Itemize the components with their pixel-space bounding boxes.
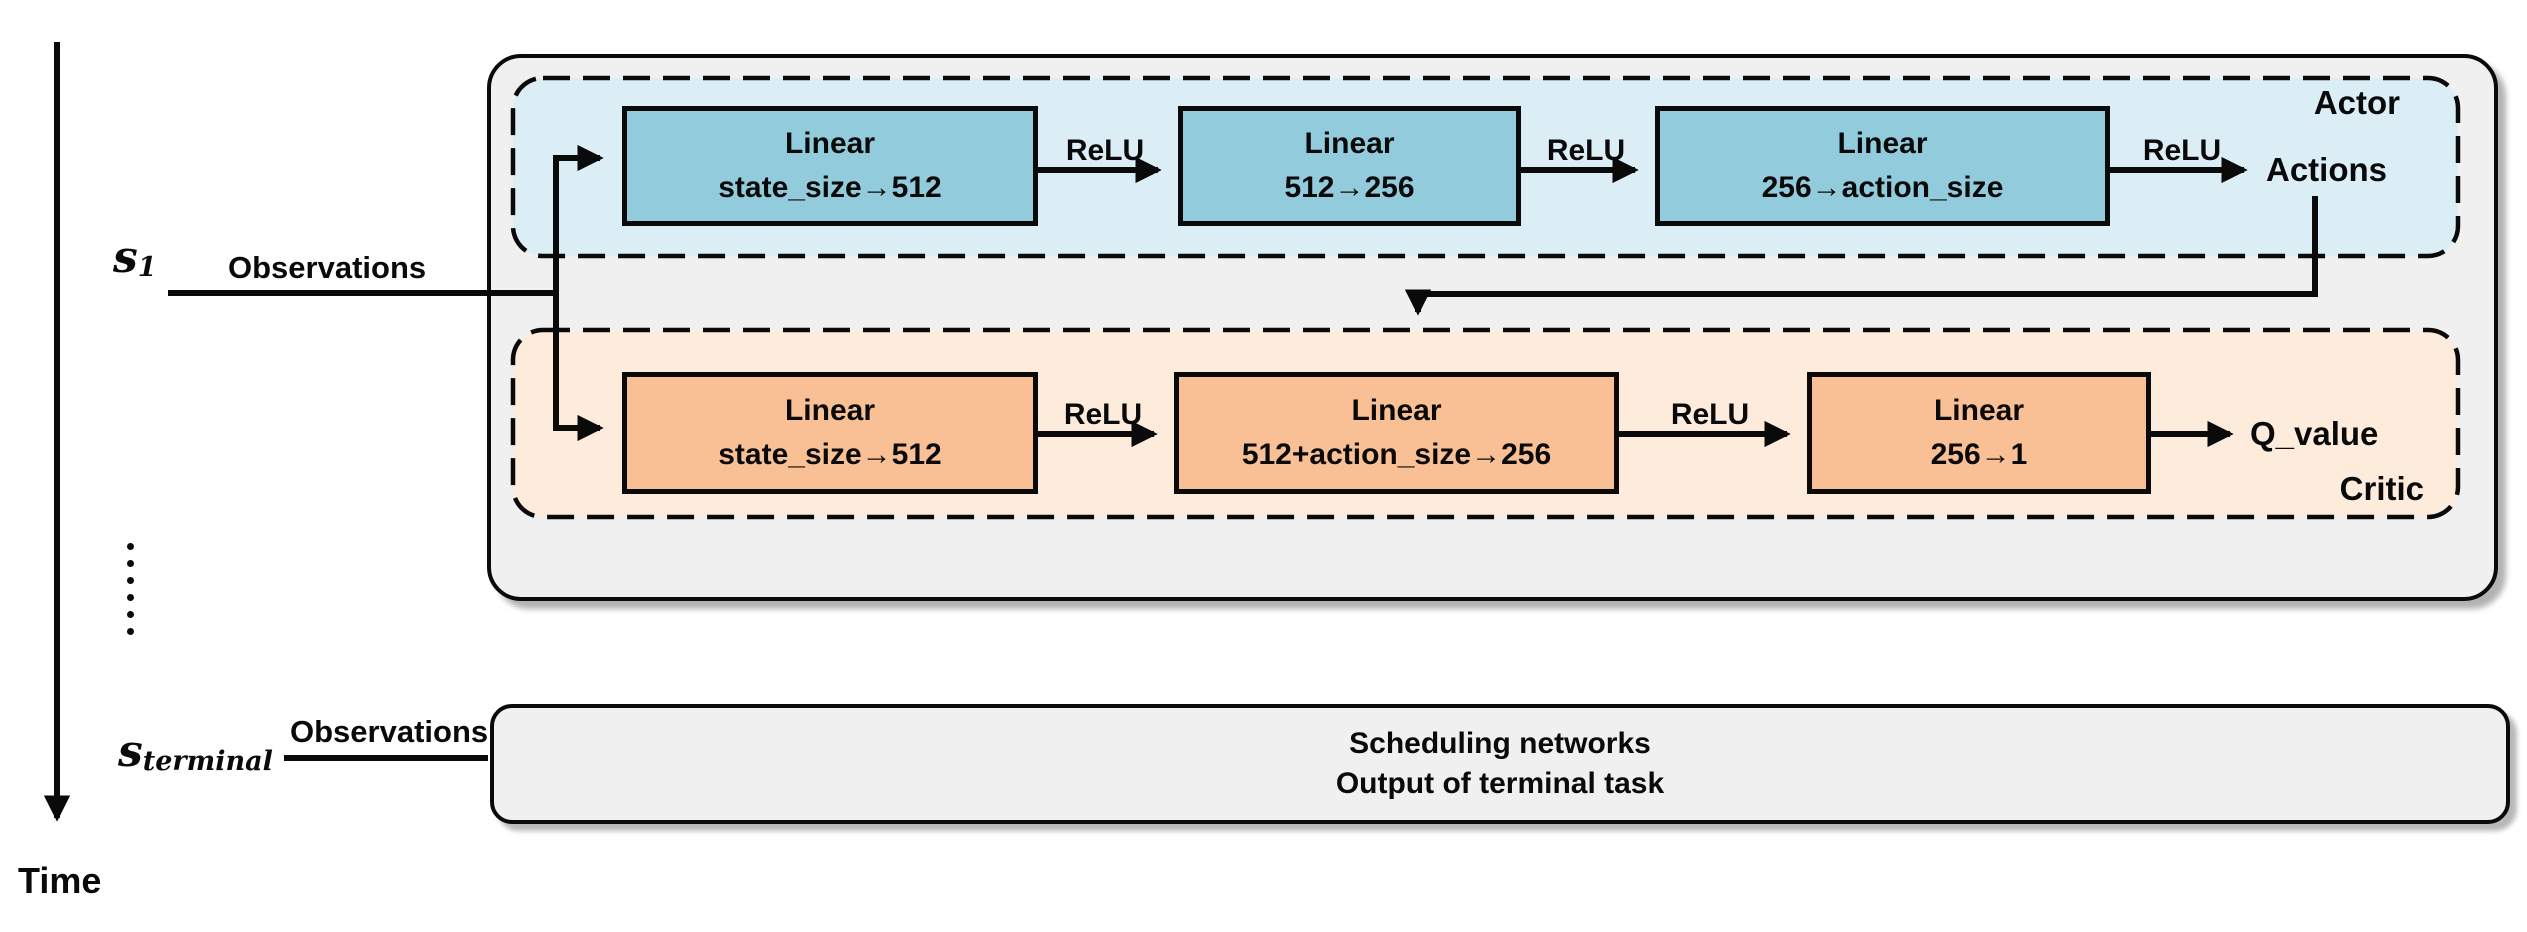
- state-terminal-subscript: terminal: [142, 746, 273, 778]
- actor-layer3-box: Linear 256→action_size: [1655, 106, 2110, 226]
- state-terminal-symbol: sterminal: [118, 726, 273, 777]
- layer-name: Linear: [784, 127, 876, 160]
- observations-top-label: Observations: [228, 250, 427, 285]
- state-terminal-base: s: [118, 726, 143, 777]
- state-s1-symbol: s1: [113, 232, 157, 283]
- critic-region-label: Critic: [2339, 470, 2424, 507]
- state-s1-subscript: 1: [137, 252, 157, 284]
- scheduling-networks-box: Scheduling networks Output of terminal t…: [490, 704, 2510, 824]
- actions-output-label: Actions: [2266, 151, 2388, 188]
- actor-input-arrow: [553, 144, 604, 293]
- layer-dims: 256→1: [1930, 438, 2028, 471]
- layer-dims: 512+action_size→256: [1241, 438, 1552, 471]
- critic-layer2-box: Linear 512+action_size→256: [1174, 372, 1619, 494]
- vertical-ellipsis-icon: [127, 543, 134, 635]
- layer-name: Linear: [1837, 127, 1928, 160]
- layer-dims: 512→256: [1284, 171, 1415, 204]
- actor-region-label: Actor: [2313, 84, 2400, 121]
- scheduling-line1: Scheduling networks: [1349, 727, 1651, 760]
- actor-layer2-box: Linear 512→256: [1178, 106, 1521, 226]
- layer-name: Linear: [1304, 127, 1395, 160]
- scheduling-line2: Output of terminal task: [1335, 767, 1665, 800]
- layer-dims: state_size→512: [718, 171, 942, 204]
- critic-input-arrow: [553, 293, 604, 442]
- critic-relu1-label: ReLU: [1063, 398, 1143, 431]
- actor-relu1-label: ReLU: [1065, 134, 1145, 167]
- critic-layer1-box: Linear state_size→512: [622, 372, 1038, 494]
- critic-relu2-label: ReLU: [1670, 398, 1750, 431]
- layer-name: Linear: [784, 394, 876, 427]
- qvalue-output-label: Q_value: [2250, 415, 2379, 452]
- layer-name: Linear: [1351, 394, 1442, 427]
- time-axis-label: Time: [18, 860, 102, 901]
- layer-dims: state_size→512: [718, 438, 942, 471]
- actor-relu3-label: ReLU: [2142, 134, 2222, 167]
- actions-to-critic-arrow: [1404, 196, 2318, 316]
- actor-layer1-box: Linear state_size→512: [622, 106, 1038, 226]
- layer-name: Linear: [1933, 394, 2025, 427]
- actor-relu2-label: ReLU: [1546, 134, 1626, 167]
- layer-dims: 256→action_size: [1761, 171, 2004, 204]
- observations-bottom-label: Observations: [290, 714, 489, 749]
- state-s1-base: s: [113, 232, 138, 283]
- critic-layer3-box: Linear 256→1: [1807, 372, 2151, 494]
